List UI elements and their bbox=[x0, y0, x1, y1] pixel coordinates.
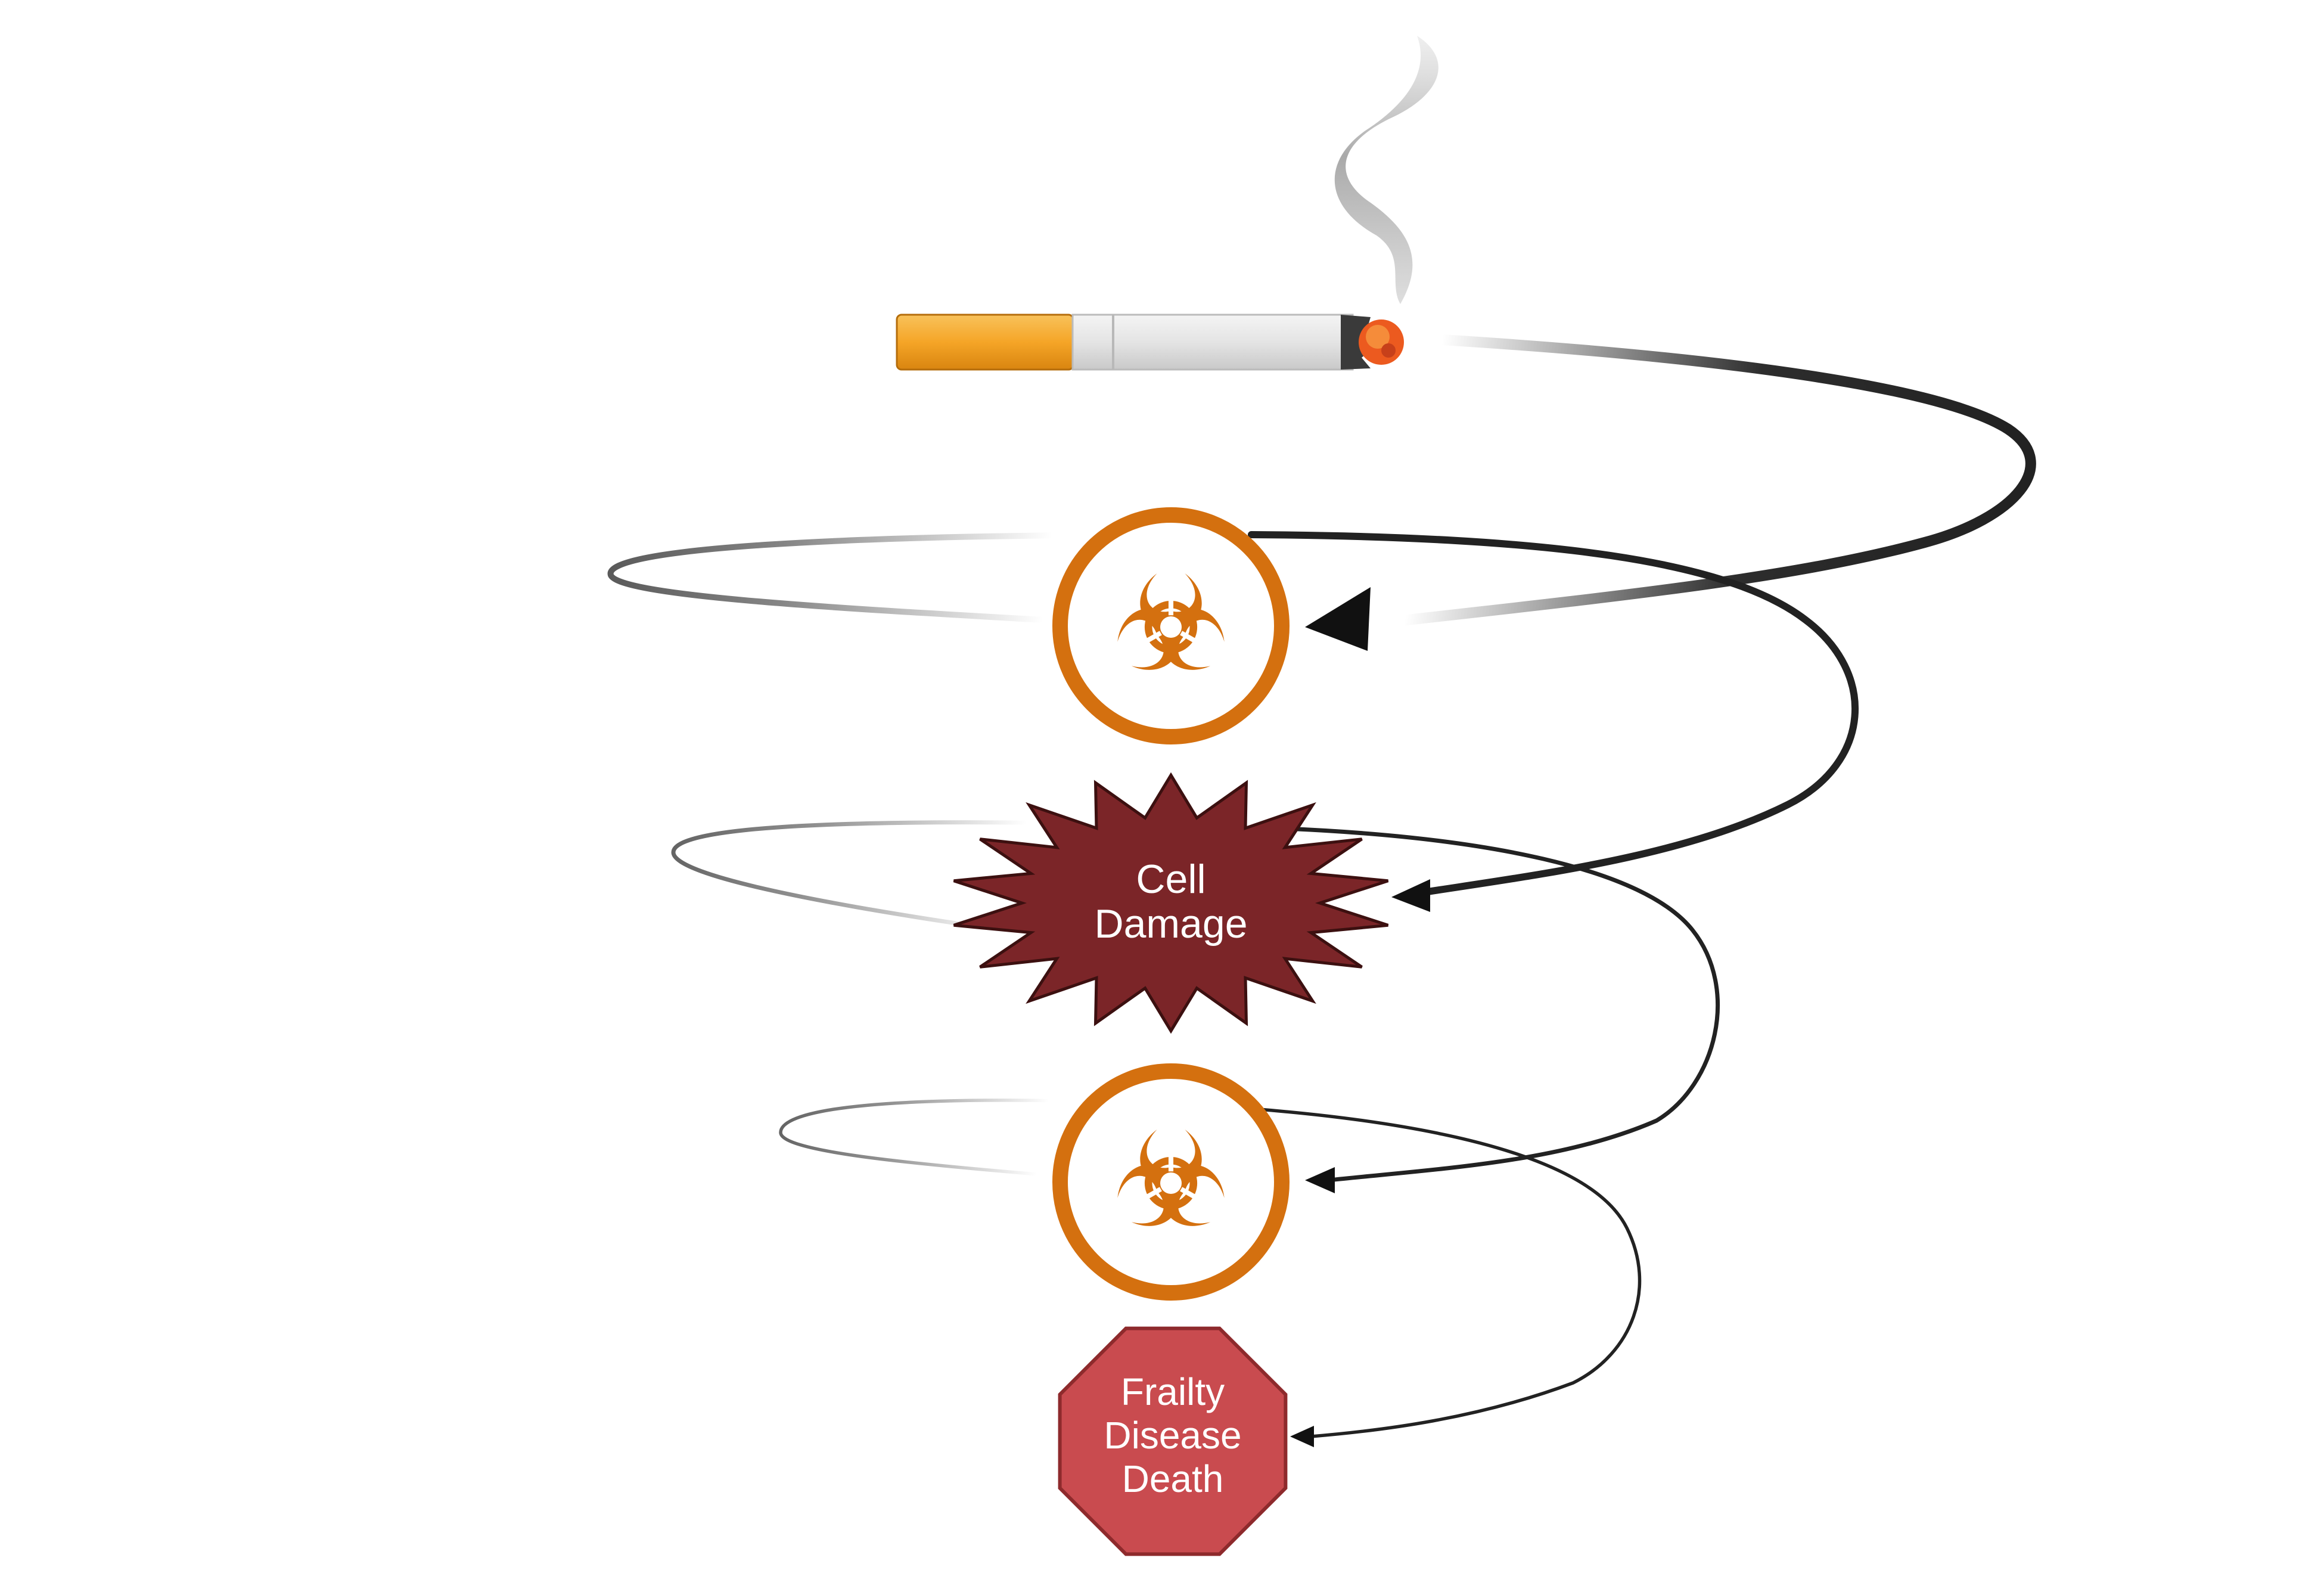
smoke-icon bbox=[1334, 36, 1438, 304]
outcome-stop-sign: Frailty Disease Death bbox=[1058, 1326, 1288, 1556]
spiral-segment-loop-1-right bbox=[1248, 531, 1859, 898]
spiral-segment-top bbox=[1359, 334, 2036, 630]
spiral-segment-loop-3-left bbox=[779, 1099, 1253, 1176]
spiral-segment-loop-1-left bbox=[607, 531, 1254, 623]
spiral-segment-loop-2-right bbox=[1249, 825, 1720, 1183]
spiral-segment-loop-2-left bbox=[671, 820, 1254, 932]
outcome-label-line-3: Death bbox=[1122, 1457, 1224, 1500]
cell-damage-label-line-1: Cell bbox=[1136, 857, 1206, 902]
arrowhead-4 bbox=[1290, 1426, 1314, 1447]
cell-damage-starburst bbox=[953, 772, 1389, 1034]
outcome-label-line-2: Disease bbox=[1104, 1414, 1241, 1457]
spiral-segment-loop-3-right bbox=[1250, 1107, 1642, 1438]
arrowhead-1 bbox=[1305, 587, 1371, 651]
toxin-node-2 bbox=[1052, 1063, 1290, 1301]
arrowhead-2 bbox=[1391, 879, 1430, 912]
cigarette-paper bbox=[1071, 314, 1354, 371]
damage-spiral bbox=[607, 334, 2036, 1447]
toxin-node-1 bbox=[1052, 507, 1290, 744]
stop-sign-octagon bbox=[1058, 1326, 1288, 1556]
arrowhead-3 bbox=[1305, 1167, 1335, 1193]
cell-damage-label-line-2: Damage bbox=[1094, 901, 1247, 947]
cell-damage-node: Cell Damage bbox=[953, 772, 1389, 1034]
cigarette-icon bbox=[896, 36, 1438, 371]
cigarette-filter bbox=[896, 314, 1074, 371]
outcome-label-line-1: Frailty bbox=[1121, 1370, 1225, 1413]
